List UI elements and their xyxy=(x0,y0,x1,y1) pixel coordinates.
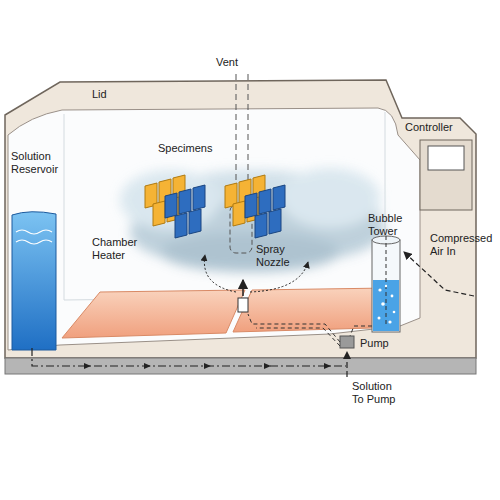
part-label: Solution Reservoir xyxy=(11,150,65,175)
wave-line xyxy=(16,230,52,234)
pump xyxy=(340,336,354,348)
part-label: Chamber Heater xyxy=(92,236,144,261)
bubbles xyxy=(378,285,396,324)
reservoir-solution xyxy=(12,212,56,350)
controller-panel xyxy=(420,140,472,210)
part-label: Controller xyxy=(405,121,453,134)
part-label: Specimens xyxy=(158,142,212,155)
part-label: Bubble Tower xyxy=(368,212,410,237)
air-line xyxy=(350,326,372,336)
spray-arrow xyxy=(242,280,244,296)
wave-line xyxy=(16,240,52,244)
specimen-rack xyxy=(145,175,205,238)
part-label: Spray Nozzle xyxy=(256,243,300,268)
air-line xyxy=(404,252,474,296)
part-label: Vent xyxy=(216,56,238,69)
feed-line xyxy=(256,328,340,346)
controller-screen xyxy=(428,146,464,170)
air-line xyxy=(386,236,387,325)
solution-line xyxy=(346,352,347,377)
part-label: Compressed Air In xyxy=(430,232,494,257)
cutaway-interior xyxy=(8,108,420,350)
part-label: Pump xyxy=(360,337,389,350)
glass-wall xyxy=(64,112,385,300)
spray-arrow xyxy=(204,255,236,292)
salt-fog xyxy=(120,168,385,272)
chamber-heater xyxy=(62,290,245,338)
chamber-heater xyxy=(233,288,388,332)
part-label: Solution To Pump xyxy=(352,380,404,405)
solution-line xyxy=(32,348,346,366)
spray-nozzle xyxy=(238,298,248,312)
flow-arrows xyxy=(84,363,331,369)
specimen-rack xyxy=(225,175,285,238)
cabinet-shell xyxy=(5,80,476,358)
part-label: Lid xyxy=(92,88,107,101)
